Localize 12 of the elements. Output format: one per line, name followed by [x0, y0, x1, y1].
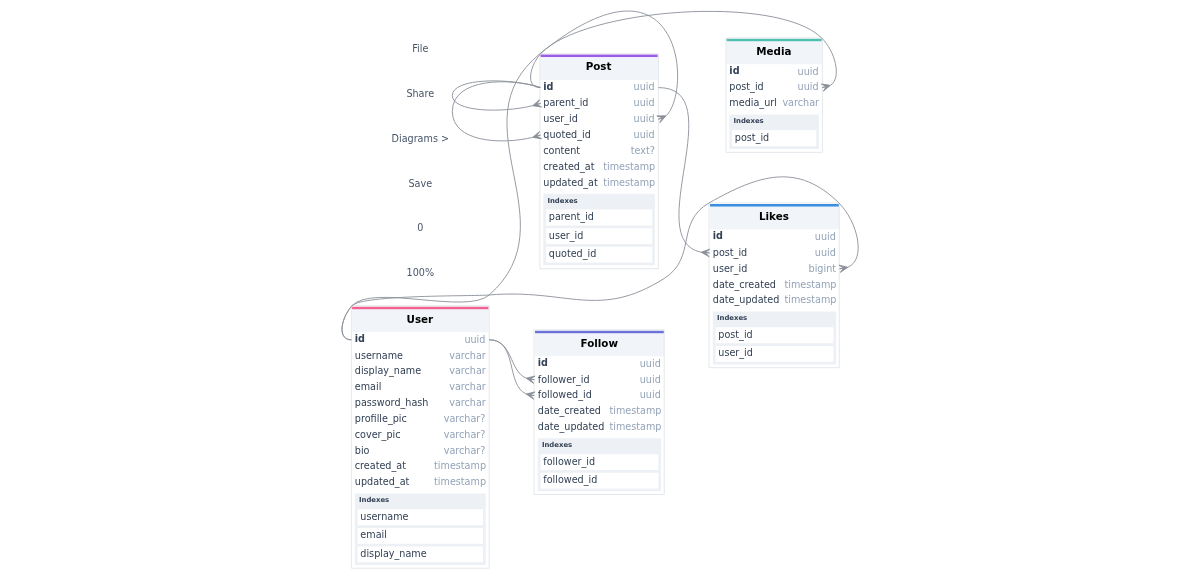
label: 100%	[406, 267, 435, 279]
label: File	[412, 43, 429, 55]
connector	[657, 87, 711, 258]
connector	[341, 10, 679, 341]
connector	[488, 339, 536, 400]
connector	[451, 80, 542, 111]
connector	[530, 10, 837, 92]
label: 0	[417, 222, 424, 234]
label: Diagrams >	[391, 132, 450, 144]
label: Share	[406, 88, 435, 100]
connector	[451, 81, 542, 142]
label: Save	[408, 177, 433, 189]
